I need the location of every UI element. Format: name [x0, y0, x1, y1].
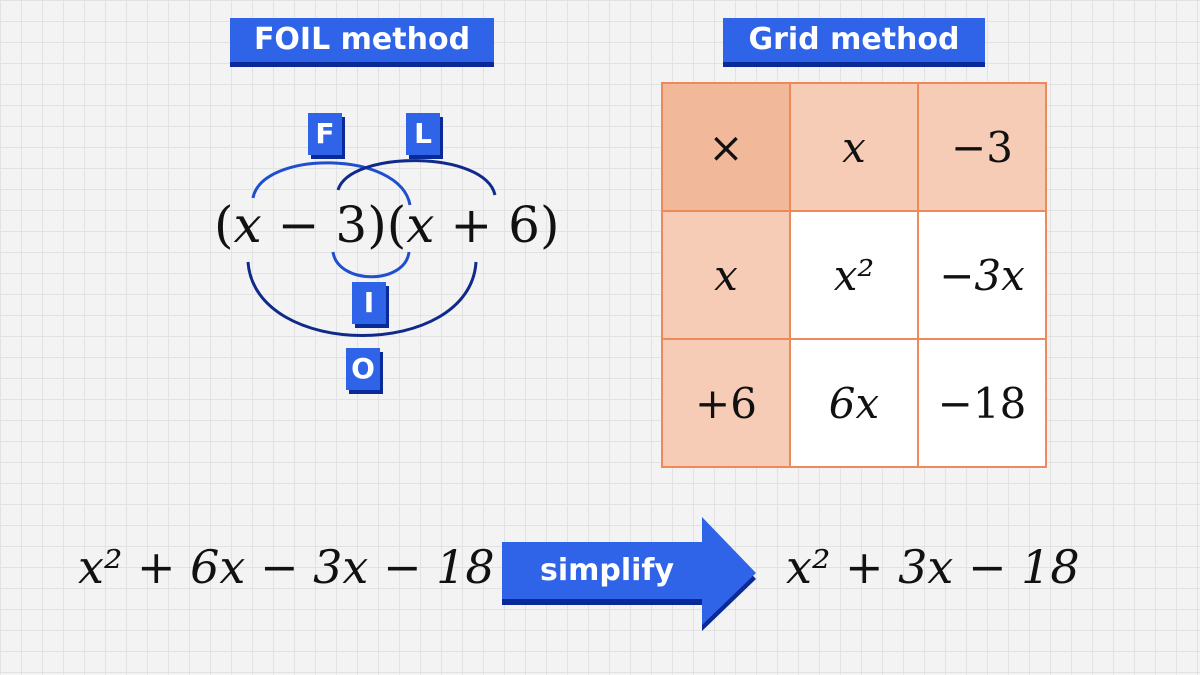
- foil-expression: (x − 3)(x + 6): [214, 196, 559, 254]
- paren: (: [386, 196, 407, 254]
- expanded-expression: x² + 6x − 3x − 18: [78, 540, 495, 594]
- inner-arc: [331, 251, 411, 279]
- grid-cell: −18: [917, 338, 1047, 468]
- grid-cell: −3x: [917, 210, 1047, 340]
- paren: ): [367, 196, 387, 254]
- simplify-label: simplify: [539, 553, 675, 588]
- foil-method-title: FOIL method: [230, 18, 494, 62]
- outer-arc: [246, 261, 478, 337]
- foil-letter-l: L: [406, 113, 440, 155]
- multiplication-grid: × x −3 x x² −3x +6 6x −18: [661, 82, 1047, 468]
- grid-cell-header: −3: [917, 82, 1047, 212]
- grid-row: × x −3: [661, 82, 1047, 212]
- first-arc: [251, 161, 412, 206]
- grid-cell-header: +6: [661, 338, 791, 468]
- foil-letter-f: F: [308, 113, 342, 155]
- paren: (: [214, 196, 234, 254]
- grid-cell-header: x: [789, 82, 919, 212]
- grid-cell: 6x: [789, 338, 919, 468]
- grid-cell: x²: [789, 210, 919, 340]
- foil-letter-o: O: [346, 348, 380, 390]
- term: x: [233, 196, 262, 254]
- grid-row: x x² −3x: [661, 210, 1047, 340]
- grid-cell-header: x: [661, 210, 791, 340]
- grid-cell-corner: ×: [661, 82, 791, 212]
- term: x: [406, 196, 435, 254]
- term: + 6: [434, 196, 540, 254]
- result-expression: x² + 3x − 18: [786, 540, 1080, 594]
- term: − 3: [261, 196, 368, 254]
- last-arc: [336, 159, 497, 196]
- simplify-arrow: [502, 517, 756, 631]
- grid-method-title: Grid method: [723, 18, 985, 62]
- paren: ): [539, 196, 560, 254]
- grid-row: +6 6x −18: [661, 338, 1047, 468]
- foil-letter-i: I: [352, 282, 386, 324]
